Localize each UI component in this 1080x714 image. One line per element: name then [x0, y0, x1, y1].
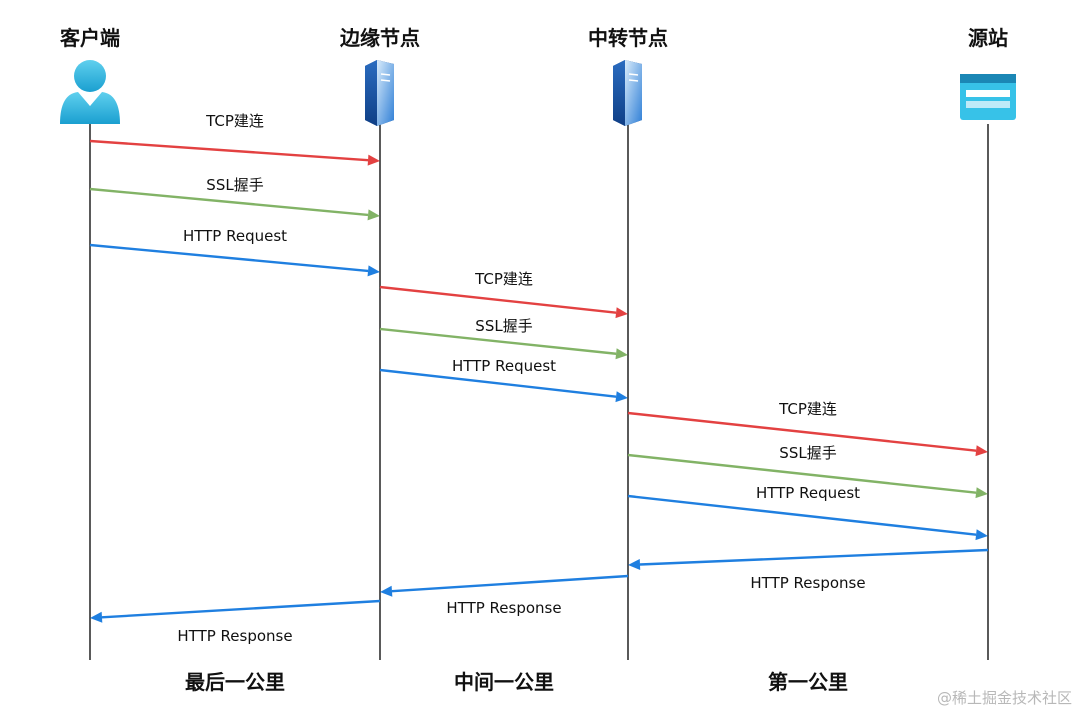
- section-label-2: 中间一公里: [454, 670, 554, 694]
- message-label-11: HTTP Response: [446, 599, 562, 617]
- message-label-7: TCP建连: [779, 400, 837, 418]
- message-label-12: HTTP Response: [177, 627, 293, 645]
- message-arrow-7: [627, 411, 988, 457]
- message-label-2: SSL握手: [206, 176, 264, 194]
- message-arrow-10: [628, 548, 989, 570]
- message-label-6: HTTP Request: [451, 357, 557, 375]
- message-arrow-1: [89, 139, 380, 166]
- message-label-1: TCP建连: [206, 112, 264, 130]
- participant-title-edge: 边缘节点: [340, 26, 420, 50]
- message-arrow-8: [627, 453, 988, 499]
- message-arrow-2: [89, 187, 380, 221]
- message-label-9: HTTP Request: [755, 484, 861, 502]
- server-icon: [613, 60, 642, 126]
- web-server-icon: [960, 74, 1016, 120]
- message-label-10: HTTP Response: [750, 574, 866, 592]
- message-label-3: HTTP Request: [182, 227, 288, 245]
- message-label-8: SSL握手: [779, 444, 837, 462]
- message-arrow-11: [380, 574, 629, 597]
- message-arrow-5: [379, 327, 628, 360]
- message-label-4: TCP建连: [475, 270, 533, 288]
- server-icon: [365, 60, 394, 126]
- participant-title-relay: 中转节点: [588, 26, 668, 50]
- message-arrow-6: [379, 368, 628, 403]
- participant-title-origin: 源站: [968, 26, 1008, 50]
- message-arrow-4: [379, 285, 628, 319]
- participant-title-client: 客户端: [60, 26, 120, 50]
- message-label-5: SSL握手: [475, 317, 533, 335]
- message-arrow-12: [90, 599, 381, 623]
- message-arrow-3: [89, 243, 380, 277]
- message-arrow-9: [627, 494, 988, 541]
- section-label-3: 第一公里: [768, 670, 848, 694]
- section-label-1: 最后一公里: [185, 670, 285, 694]
- watermark: @稀土掘金技术社区: [936, 689, 1072, 707]
- user-icon: [60, 60, 120, 124]
